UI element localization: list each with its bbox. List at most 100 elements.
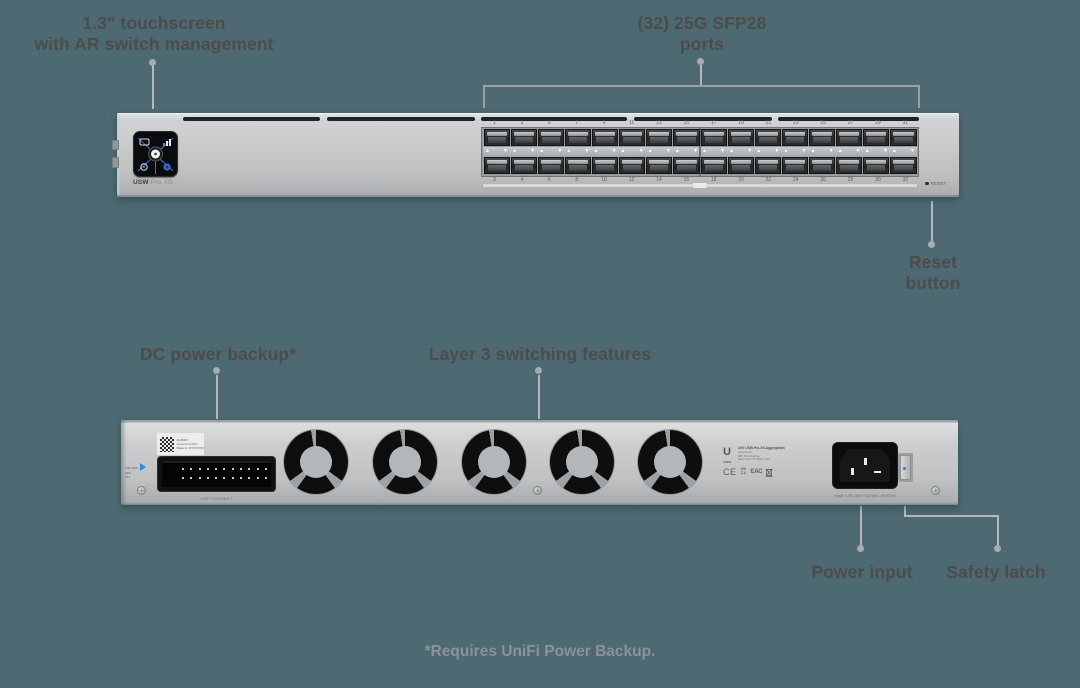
regulatory-text: A/N: USW-Pro-XG-Aggregation Ubiquiti Inc… bbox=[738, 446, 785, 462]
port-latch-strip: ▲▼ bbox=[835, 146, 863, 157]
callout-sfp-ports-line2: ports bbox=[679, 34, 725, 54]
sfp-port bbox=[483, 157, 510, 174]
connector-pin bbox=[256, 468, 259, 470]
arrow-up-icon: ▲ bbox=[756, 148, 762, 154]
usp-dc-connector[interactable] bbox=[157, 456, 276, 492]
inlet-pin-slot bbox=[851, 468, 854, 475]
sfp-port bbox=[890, 157, 917, 174]
screw-icon: + bbox=[533, 486, 542, 495]
sfp-port-column: ▲▼ bbox=[835, 129, 863, 175]
connector-pin bbox=[264, 468, 267, 470]
connector-pin bbox=[215, 477, 218, 479]
sfp-port-column: ▲▼ bbox=[700, 129, 728, 175]
port-number: 31 bbox=[902, 120, 909, 126]
port-number: 17 bbox=[710, 120, 717, 126]
connector-pin bbox=[206, 468, 209, 470]
safety-latch[interactable] bbox=[900, 455, 911, 480]
reset-button-label: RESET bbox=[930, 181, 947, 186]
power-input-socket[interactable] bbox=[832, 442, 898, 489]
rack-ear bbox=[112, 157, 119, 168]
connector-pin bbox=[215, 468, 218, 470]
regulatory-line: New York, NY 10017 USA bbox=[738, 457, 771, 462]
sfp-port bbox=[727, 129, 754, 146]
callout-touchscreen-line2: with AR switch management bbox=[34, 34, 274, 54]
inlet-pin-slot bbox=[874, 470, 881, 473]
sfp-port-column: ▲▼ bbox=[672, 129, 700, 175]
sfp-port bbox=[510, 129, 537, 146]
rps-line: ON bbox=[125, 475, 130, 479]
callout-dot-dc bbox=[213, 367, 220, 374]
c14-inlet bbox=[840, 449, 890, 482]
qr-code-icon bbox=[160, 436, 175, 452]
callout-line-layer3 bbox=[538, 375, 540, 419]
arrow-down-icon: ▼ bbox=[855, 148, 861, 154]
rps-legend: USP RPS OFF ON bbox=[125, 466, 138, 480]
reset-button-dot[interactable] bbox=[925, 181, 929, 186]
usp-connect-label: USP CONNECT bbox=[200, 496, 233, 501]
sfp-port-column: ▲▼ bbox=[727, 129, 755, 175]
port-number: 25 bbox=[820, 120, 826, 126]
sfp-port bbox=[754, 129, 781, 146]
stats-icon bbox=[163, 139, 171, 146]
callout-dot-latch bbox=[994, 545, 1001, 552]
arrow-up-icon: ▲ bbox=[864, 148, 870, 154]
arrow-down-icon: ▼ bbox=[693, 148, 698, 154]
arrow-up-icon: ▲ bbox=[485, 148, 490, 154]
port-latch-strip: ▲▼ bbox=[727, 146, 755, 157]
port-number: 18 bbox=[710, 177, 717, 183]
callout-safety-latch: Safety latch bbox=[946, 562, 1046, 582]
sfp-port bbox=[537, 129, 564, 146]
arrow-up-icon: ▲ bbox=[539, 148, 545, 154]
sfp-port bbox=[619, 129, 646, 146]
arrow-down-icon: ▼ bbox=[503, 148, 509, 154]
sfp-port-column: ▲▼ bbox=[591, 129, 619, 175]
serial-line: 1118000 bbox=[176, 438, 188, 442]
callout-line-power bbox=[860, 506, 862, 548]
port-number: 11 bbox=[628, 120, 635, 126]
sfp-port bbox=[673, 157, 700, 174]
port-latch-strip: ▲▼ bbox=[618, 146, 646, 157]
sfp-port bbox=[564, 129, 591, 146]
callout-touchscreen-line1: 1.3" touchscreen bbox=[82, 13, 226, 33]
port-latch-strip: ▲▼ bbox=[537, 146, 565, 157]
model-name-regular: Pro XG bbox=[148, 179, 174, 186]
connector-pin-row bbox=[182, 477, 267, 479]
callout-dot-power bbox=[857, 545, 864, 552]
arrow-up-icon: ▲ bbox=[620, 148, 626, 154]
eac-mark-icon: EAC bbox=[750, 469, 763, 475]
vent-slots bbox=[183, 117, 919, 121]
back-panel: 1118000 xxxxxxxxxxXXX Made in XXXXXXXX U… bbox=[121, 420, 958, 505]
serial-line: xxxxxxxxxxXXX bbox=[176, 442, 198, 446]
sfp-port bbox=[700, 157, 727, 174]
port-number: 15 bbox=[683, 120, 690, 126]
serial-sticker-text: 1118000 xxxxxxxxxxXXX Made in XXXXXXXX bbox=[176, 438, 204, 450]
sfp-port-column: ▲▼ bbox=[618, 129, 646, 175]
connector-pin bbox=[256, 477, 259, 479]
sfp-port bbox=[646, 157, 673, 174]
port-latch-strip: ▲▼ bbox=[700, 146, 728, 157]
port-number: 28 bbox=[847, 177, 854, 183]
connector-pin bbox=[198, 468, 201, 470]
port-number: 5 bbox=[548, 120, 551, 126]
vent-slot bbox=[778, 117, 919, 121]
arrow-down-icon: ▼ bbox=[774, 148, 780, 154]
callout-dot-touchscreen bbox=[149, 59, 156, 66]
arrow-down-icon: ▼ bbox=[720, 148, 726, 154]
connector-pin bbox=[223, 477, 226, 479]
port-number: 14 bbox=[656, 177, 662, 183]
vent-slot bbox=[183, 117, 320, 121]
callout-touchscreen: 1.3" touchscreen with AR switch manageme… bbox=[24, 13, 284, 55]
sfp-port-column: ▲▼ bbox=[510, 129, 538, 175]
port-number: 21 bbox=[765, 120, 772, 126]
display-icon bbox=[139, 138, 150, 146]
arrow-down-icon: ▼ bbox=[747, 148, 753, 154]
rps-line: USP RPS bbox=[125, 466, 139, 470]
reset-button[interactable]: RESET bbox=[925, 181, 947, 186]
touchscreen-display[interactable] bbox=[133, 131, 178, 177]
regulatory-line: Ubiquiti Inc. bbox=[738, 449, 753, 454]
callout-line-touchscreen bbox=[152, 66, 154, 109]
sfp-port bbox=[781, 129, 808, 146]
callout-dot-reset bbox=[928, 241, 935, 248]
